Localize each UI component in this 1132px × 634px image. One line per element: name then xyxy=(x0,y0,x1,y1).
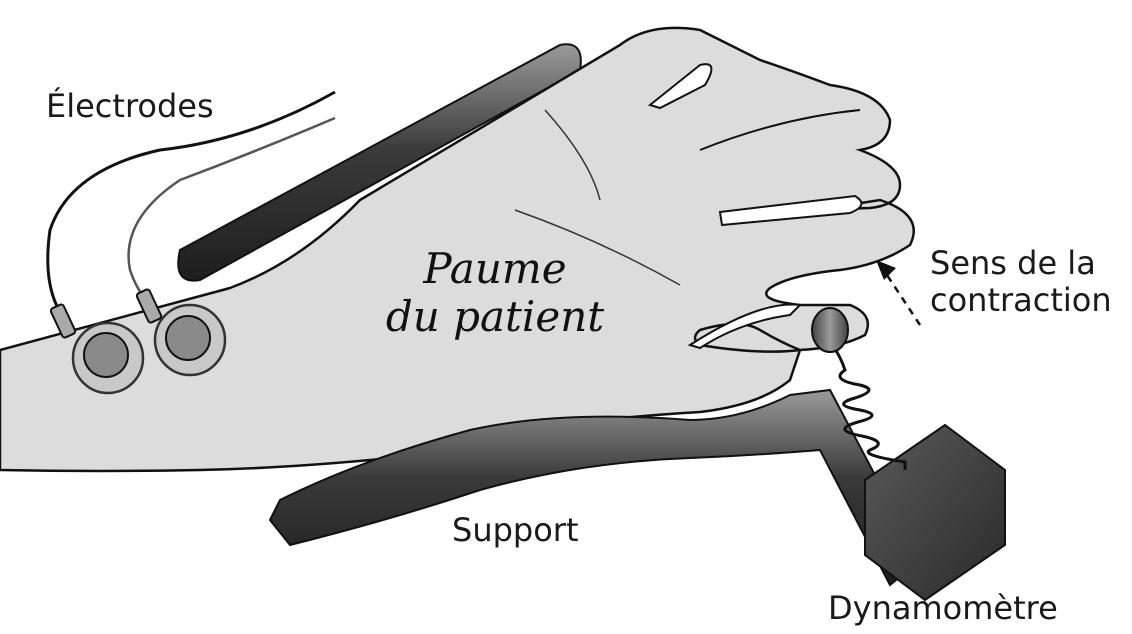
label-dynamometer: Dynamomètre xyxy=(828,590,1058,627)
electrode-tab-1 xyxy=(50,304,76,339)
label-support: Support xyxy=(452,512,579,549)
label-direction-line-2: contraction xyxy=(930,282,1112,319)
contraction-arrow-head xyxy=(876,260,896,280)
label-direction-line-1: Sens de la xyxy=(930,245,1112,282)
finger-ring xyxy=(812,308,848,352)
label-palm-line-2: du patient xyxy=(385,293,605,341)
electrode-pad-1-inner xyxy=(84,333,128,377)
label-palm: Paume du patient xyxy=(385,245,605,342)
contraction-arrow-shaft xyxy=(885,272,920,325)
label-contraction-direction: Sens de la contraction xyxy=(930,245,1112,319)
label-electrodes: Électrodes xyxy=(46,88,214,125)
electrode-pad-2-inner xyxy=(166,316,210,360)
label-palm-line-1: Paume xyxy=(385,245,605,293)
